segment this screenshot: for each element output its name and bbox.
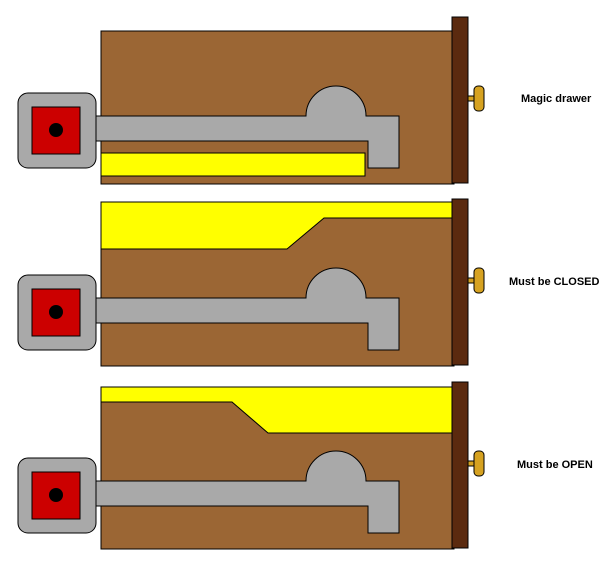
key-blade — [95, 267, 400, 351]
drawer-front — [451, 16, 469, 184]
knob-icon — [473, 85, 485, 112]
drawer-front — [451, 381, 469, 549]
key-hole — [49, 488, 63, 502]
key-blade — [95, 450, 400, 534]
knob-icon — [473, 450, 485, 477]
key-hole — [49, 305, 63, 319]
panel-label-must-be-open: Must be OPEN — [517, 459, 593, 471]
knob-icon — [473, 267, 485, 294]
key-blade — [95, 85, 400, 169]
yellow-slot — [100, 152, 366, 177]
drawer-front — [451, 198, 469, 366]
panel-label-must-be-closed: Must be CLOSED — [509, 276, 600, 288]
panel-label-magic-drawer: Magic drawer — [521, 93, 592, 105]
key-hole — [49, 123, 63, 137]
